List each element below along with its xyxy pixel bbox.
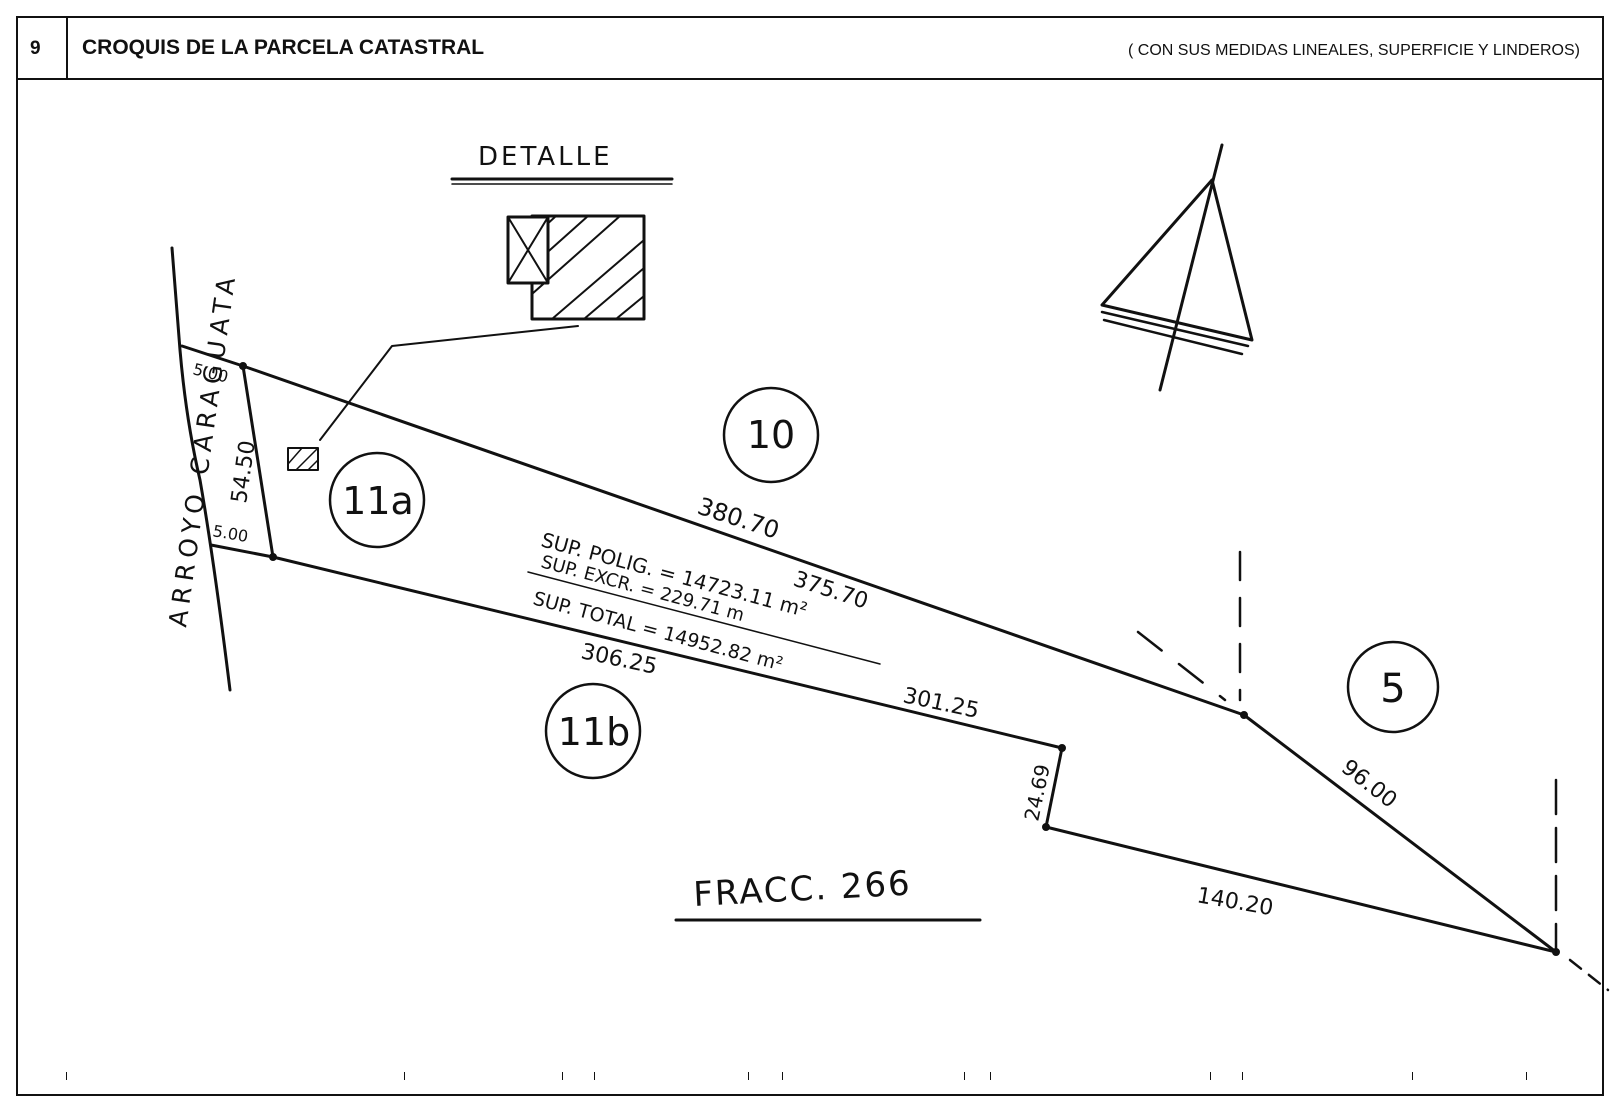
footer-cell — [964, 1072, 965, 1080]
section-number-cell: 9 — [16, 16, 68, 78]
section-number: 9 — [30, 38, 41, 59]
detail-label: DETALLE — [478, 142, 613, 172]
footer-cell — [1242, 1072, 1243, 1080]
section-title: CROQUIS DE LA PARCELA CATASTRAL — [82, 36, 485, 59]
measure-54-50: 54.50 — [227, 439, 261, 505]
footer-cell — [782, 1072, 783, 1080]
vertex-dot — [239, 362, 247, 370]
footer-cell — [404, 1072, 405, 1080]
footer-cell — [1210, 1072, 1211, 1080]
parcel-11b-circle — [544, 682, 642, 780]
stream-label: ARROYO CARAGUATA — [163, 270, 242, 629]
parcel-11b-label: 11b — [558, 710, 630, 754]
section-subtitle: ( CON SUS MEDIDAS LINEALES, SUPERFICIE Y… — [1128, 42, 1580, 59]
vertex-dot — [269, 553, 277, 561]
parcel-5-label: 5 — [1380, 666, 1405, 712]
dashed-extension — [1136, 630, 1227, 702]
measure-380-70: 380.70 — [694, 492, 783, 545]
footer-table-row — [16, 1072, 1604, 1080]
footer-cell — [562, 1072, 563, 1080]
footer-cell — [990, 1072, 991, 1080]
vertex-dot — [1042, 823, 1050, 831]
measure-140-20: 140.20 — [1195, 883, 1275, 921]
footer-cell — [748, 1072, 749, 1080]
parcel-11a-circle — [328, 451, 426, 549]
detail-annex-cross — [507, 216, 549, 284]
footer-cell — [66, 1072, 67, 1080]
footer-cell — [1412, 1072, 1413, 1080]
parcel-11a-label: 11a — [342, 479, 414, 523]
parcel-side-54-50 — [241, 364, 275, 559]
footer-cell — [594, 1072, 595, 1080]
parcel-boundary — [180, 344, 1558, 954]
dashed-extension — [1568, 958, 1610, 992]
stream-line — [170, 246, 232, 692]
measure-306-25: 306.25 — [579, 639, 659, 679]
parcel-5-circle — [1346, 640, 1440, 734]
parcel-10-label: 10 — [747, 413, 795, 457]
measure-5-00-bottom: 5.00 — [211, 521, 249, 546]
section-header: 9 CROQUIS DE LA PARCELA CATASTRAL ( CON … — [16, 16, 1604, 80]
vertex-dot — [1058, 744, 1066, 752]
detail-hatching — [531, 215, 645, 320]
vertex-dot — [1240, 711, 1248, 719]
footer-cell — [1526, 1072, 1527, 1080]
north-arrow-base — [1100, 310, 1250, 356]
measure-96-00: 96.00 — [1336, 755, 1401, 813]
surface-divider — [527, 571, 881, 665]
parcel-10-circle — [722, 386, 820, 484]
building-marker-hatching — [287, 447, 319, 471]
detail-leader-line — [319, 325, 579, 441]
building-marker — [287, 447, 319, 471]
fraction-label: FRACC. 266 — [692, 864, 912, 915]
north-arrow-shaft — [1158, 143, 1224, 392]
